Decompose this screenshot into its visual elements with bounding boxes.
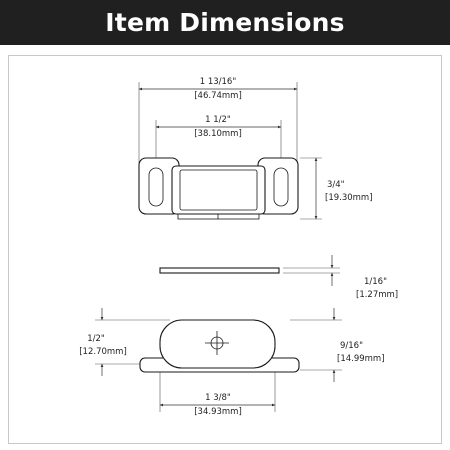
drawing-frame xyxy=(8,55,442,444)
side-height-right-metric: [14.99mm] xyxy=(337,354,385,364)
thickness-imperial: 1/16" xyxy=(364,277,387,287)
overall-width-metric: [46.74mm] xyxy=(194,91,242,101)
top-view: 1 13/16" [46.74mm] 1 1/2" [38.10mm] 3/4"… xyxy=(138,77,373,220)
front-view: 1/2" [12.70mm] 9/16" [14.99mm] 1 3/8" [3… xyxy=(79,308,385,417)
right-slot xyxy=(273,167,289,207)
height-imperial: 3/4" xyxy=(327,180,345,190)
header-bar: Item Dimensions xyxy=(0,0,450,45)
strike-plate-edge xyxy=(159,267,280,274)
base-width-imperial: 1 3/8" xyxy=(205,393,231,403)
inner-width-imperial: 1 1/2" xyxy=(205,115,231,125)
left-slot xyxy=(148,167,164,207)
side-view: 1/16" [1.27mm] xyxy=(159,255,398,300)
thickness-metric: [1.27mm] xyxy=(356,290,398,300)
catch-body xyxy=(159,319,276,369)
center-body xyxy=(171,165,266,215)
height-metric: [19.30mm] xyxy=(325,193,373,203)
base-width-metric: [34.93mm] xyxy=(194,407,242,417)
inner-width-metric: [38.10mm] xyxy=(194,129,242,139)
side-height-right-imperial: 9/16" xyxy=(340,341,363,351)
page-title: Item Dimensions xyxy=(105,8,345,37)
side-height-left-imperial: 1/2" xyxy=(87,334,105,344)
side-height-left-metric: [12.70mm] xyxy=(79,347,127,357)
bottom-lip xyxy=(177,213,260,220)
overall-width-imperial: 1 13/16" xyxy=(200,77,237,87)
